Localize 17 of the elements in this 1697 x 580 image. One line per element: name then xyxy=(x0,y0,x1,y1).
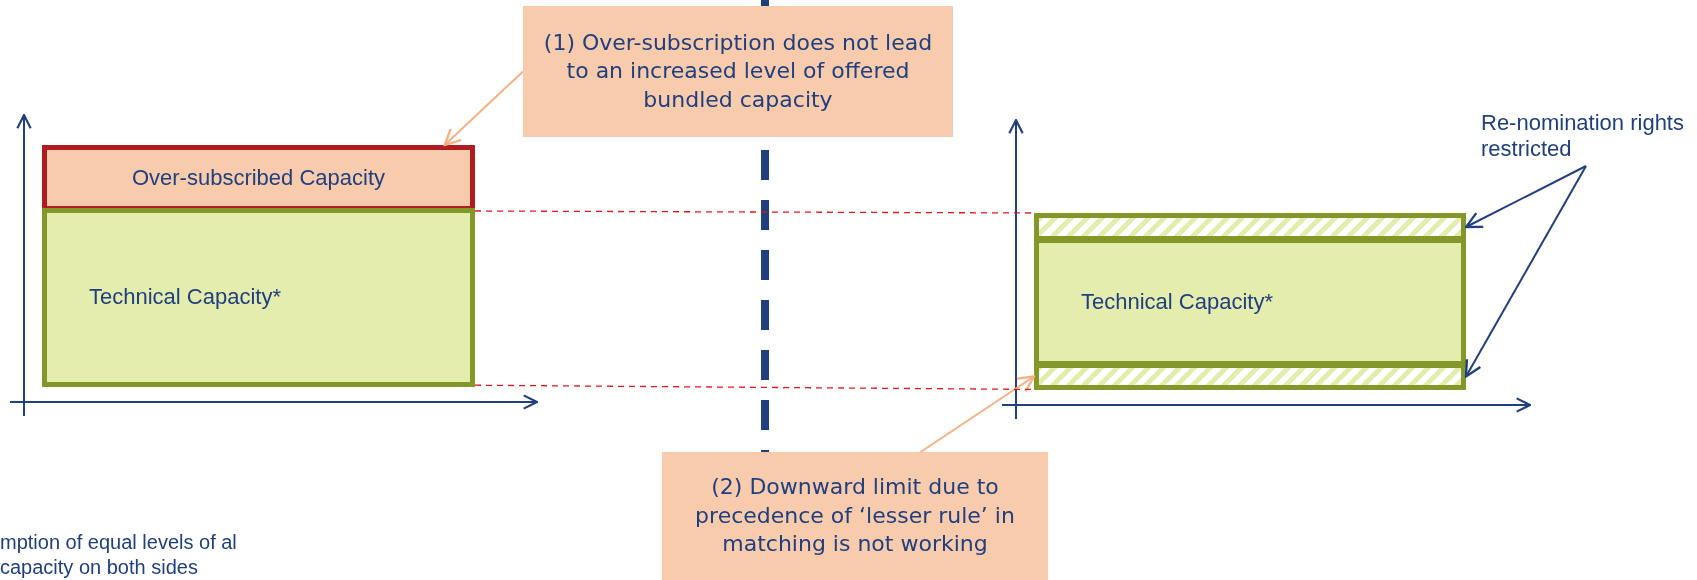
leader-arrow xyxy=(443,70,524,147)
annotation-text: Re-nomination rights restricted xyxy=(1481,109,1685,163)
leader-arrow xyxy=(919,375,1036,453)
callout-box xyxy=(662,452,1048,580)
box-label: Technical Capacity* xyxy=(89,284,281,311)
callout-text: (1) Over-subscription does not lead to an increased level of offered bundled capacity xyxy=(542,28,934,114)
callout-text: (2) Downward limit due to precedence of ‘lesser rule’ in matching is not working xyxy=(694,473,1016,559)
hatched-band xyxy=(1034,213,1466,241)
callout-box xyxy=(523,6,953,137)
box-label: Over-subscribed Capacity xyxy=(131,164,386,192)
capacity-box xyxy=(42,208,475,387)
note-text: mption of equal levels of al capacity on both sides xyxy=(0,530,238,580)
box-label: Technical Capacity* xyxy=(1081,288,1273,316)
capacity-box xyxy=(1034,238,1466,366)
leader-arrow xyxy=(1464,165,1587,229)
leader-arrow xyxy=(1464,165,1587,378)
capacity-box xyxy=(42,145,475,211)
